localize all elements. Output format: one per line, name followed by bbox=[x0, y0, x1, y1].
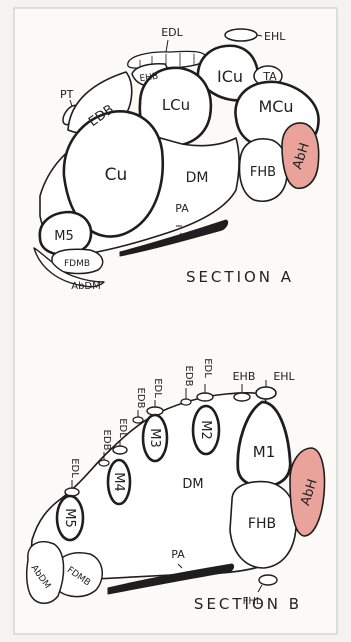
section-b-diagram bbox=[25, 386, 326, 604]
section-b-m2-bone bbox=[191, 404, 221, 456]
section-a-label-dm: DM bbox=[186, 170, 209, 186]
section-b-fdmb-muscle bbox=[53, 552, 103, 598]
section-a-pa-leader bbox=[178, 232, 182, 239]
section-a-fdmb-muscle bbox=[51, 248, 104, 275]
section-b-label-m2: M2 bbox=[198, 420, 213, 440]
section-b-label-m3: M3 bbox=[147, 428, 162, 448]
section-b-edl-tendon-5 bbox=[64, 487, 80, 497]
section-a-abh-muscle bbox=[281, 122, 320, 190]
section-a-label-pa: PA bbox=[175, 202, 189, 215]
section-a-label-fdmb: FDMB bbox=[64, 259, 90, 269]
section-a-pt-leader bbox=[69, 99, 73, 107]
section-a-label-ehb: EHB bbox=[139, 72, 159, 84]
section-b-abdm-muscle bbox=[25, 540, 65, 604]
section-a-abdm-muscle bbox=[33, 247, 105, 288]
section-a-label-abdm: AbDM bbox=[71, 281, 101, 292]
section-b-caption: SECTION B bbox=[194, 595, 302, 613]
section-b-m5-bone bbox=[55, 494, 85, 542]
section-a-leaders bbox=[69, 34, 263, 239]
section-b-label-edl-4: EDL bbox=[117, 418, 128, 438]
section-b-label-pa: PA bbox=[171, 548, 185, 561]
section-a-pa-tendon bbox=[119, 219, 229, 257]
section-b-label-edl-3: EDL bbox=[152, 378, 163, 398]
section-a-label-mcu: MCu bbox=[258, 97, 293, 116]
section-a-label-fhb: FHB bbox=[250, 165, 276, 180]
section-b-label-m1: M1 bbox=[253, 443, 276, 461]
section-b-edl-tendon-4 bbox=[112, 445, 128, 455]
section-b-label-fhb: FHB bbox=[248, 516, 276, 532]
section-b-label-dm: DM bbox=[182, 477, 203, 492]
section-a-diagram bbox=[33, 28, 320, 288]
section-a-m5-bone bbox=[38, 210, 93, 256]
section-a-label-m5: M5 bbox=[54, 229, 74, 244]
section-b-abh-muscle bbox=[289, 447, 326, 537]
section-b-label-ehb: EHB bbox=[233, 370, 256, 383]
section-b-label-m4: M4 bbox=[111, 472, 126, 492]
section-b-label-fhl: FHL bbox=[243, 596, 262, 607]
section-a-icu-bone bbox=[196, 44, 260, 102]
section-b-edb-tendon-2 bbox=[180, 398, 192, 406]
section-a-edl-divisions bbox=[139, 52, 195, 68]
section-b-edl-tendon-2 bbox=[196, 392, 214, 402]
section-b-m4-bone bbox=[106, 458, 132, 506]
section-b-label-m5: M5 bbox=[62, 508, 77, 528]
section-b-label-edb-4: EDB bbox=[101, 430, 112, 451]
section-a-fhb-muscle bbox=[238, 138, 289, 202]
section-b-edb-tendon-3 bbox=[132, 416, 144, 424]
section-a-cu-bone bbox=[62, 110, 164, 238]
section-a-label-lcu: LCu bbox=[162, 96, 190, 114]
section-b-m3-bone bbox=[141, 413, 169, 463]
section-b-label-edb-3: EDB bbox=[135, 388, 146, 409]
section-a-label-pt: PT bbox=[60, 88, 74, 101]
section-a-label-ehl: EHL bbox=[264, 30, 286, 43]
section-b-ehb-tendon bbox=[233, 392, 251, 402]
section-b-label-edl-2: EDL bbox=[202, 358, 213, 378]
section-a-edl-leader bbox=[165, 39, 169, 53]
section-a-ehl-tendon bbox=[224, 28, 258, 42]
section-a-label-cu: Cu bbox=[105, 165, 128, 185]
section-b-ehl-tendon bbox=[255, 386, 277, 400]
section-b-leaders bbox=[71, 380, 267, 593]
section-b-pa-leader bbox=[177, 563, 183, 569]
section-b-fhl-leader bbox=[257, 584, 263, 593]
section-b-label-edb-2: EDB bbox=[183, 366, 194, 387]
section-a-label-icu: ICu bbox=[217, 67, 243, 86]
section-b-edb-tendon-4 bbox=[98, 459, 110, 467]
section-b-pa-tendon bbox=[107, 563, 235, 595]
section-b-label-edl-5: EDL bbox=[69, 458, 80, 478]
section-a-caption: SECTION A bbox=[186, 268, 294, 286]
section-b-label-ehl: EHL bbox=[273, 370, 295, 383]
section-b-fhl-tendon bbox=[258, 574, 278, 586]
section-a-label-edl: EDL bbox=[161, 26, 183, 39]
section-a-ehl-leader bbox=[256, 34, 263, 37]
section-a-label-ta: TA bbox=[262, 70, 277, 83]
